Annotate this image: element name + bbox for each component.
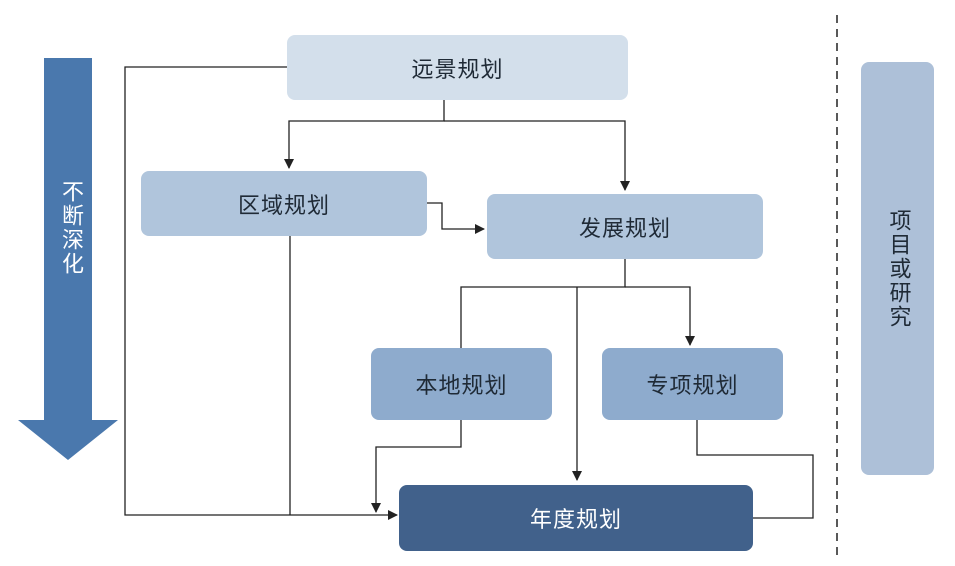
connector-vision-to-regional [284, 100, 445, 169]
connector-development-to-special [625, 286, 695, 346]
connector-development-branch [460, 259, 626, 348]
connector-special-to-annual [696, 420, 814, 519]
node-local-planning: 本地规划 [371, 348, 552, 420]
node-regional-planning: 区域规划 [141, 171, 427, 236]
node-vision-planning: 远景规划 [287, 35, 628, 100]
node-development-planning: 发展规划 [487, 194, 763, 259]
node-special-label: 专项规划 [646, 374, 739, 399]
progression-arrow-shape [18, 58, 118, 460]
connector-regional-to-development [427, 202, 485, 234]
connector-vision-to-annual [124, 66, 398, 520]
side-panel-label: 项目或研究 [885, 208, 911, 329]
node-vision-label: 远景规划 [411, 57, 504, 83]
node-regional-label: 区域规划 [237, 193, 330, 219]
side-panel-project-research: 项目或研究 [861, 62, 934, 475]
node-local-label: 本地规划 [415, 374, 508, 399]
node-annual-label: 年度规划 [529, 508, 622, 533]
connector-local-to-annual [371, 420, 462, 513]
node-annual-planning: 年度规划 [399, 485, 753, 551]
node-special-planning: 专项规划 [602, 348, 783, 420]
progression-arrow-label: 不断深化 [58, 180, 83, 276]
node-development-label: 发展规划 [578, 216, 671, 242]
connector-vision-to-development [444, 120, 630, 191]
